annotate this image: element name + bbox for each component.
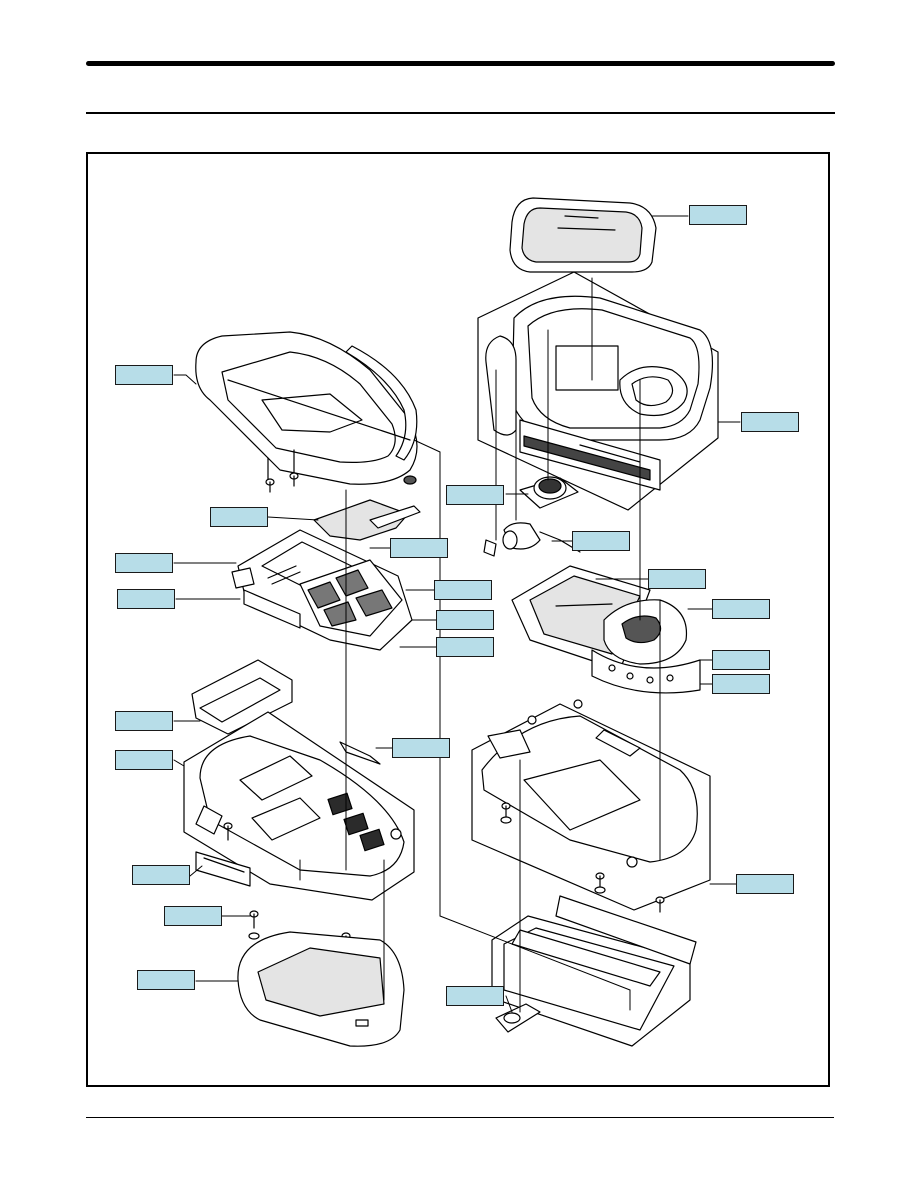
footer-rule xyxy=(86,1117,834,1118)
header-thick-rule xyxy=(86,61,835,66)
callout-lcd-holder xyxy=(115,711,173,731)
lcd-holder-frame-part xyxy=(491,895,697,1047)
callout-io-connector xyxy=(132,865,190,885)
leader-lines xyxy=(173,215,741,1013)
lcd-window-part xyxy=(509,197,657,273)
callout-main-pcb xyxy=(115,553,173,573)
callout-rear-frame xyxy=(736,874,794,894)
camera-lens-part xyxy=(495,1003,541,1033)
keypad-sheet-part xyxy=(313,499,421,541)
callout-key-dome xyxy=(436,610,494,630)
callout-lcd-module xyxy=(648,569,706,589)
main-pcb-part xyxy=(231,529,413,651)
callout-keypad-sheet xyxy=(210,507,268,527)
io-connector-part xyxy=(195,851,251,887)
front-cover-part xyxy=(477,271,719,511)
callout-battery xyxy=(137,970,195,990)
lcd-holder-part xyxy=(191,659,293,735)
callout-hinge-housing xyxy=(115,365,173,385)
callout-rear-case xyxy=(115,750,173,770)
vibration-motor-part xyxy=(483,522,581,557)
screw-group-top xyxy=(265,472,417,493)
speaker-part xyxy=(519,476,579,509)
callout-nav-key xyxy=(712,599,770,619)
battery-part xyxy=(237,931,405,1047)
diagram-frame xyxy=(86,152,830,1087)
pcb-frame-part xyxy=(471,699,711,911)
callout-front-cover xyxy=(741,412,799,432)
callout-vibration-motor xyxy=(572,531,630,551)
callout-side-key xyxy=(390,538,448,558)
callout-battery-connector xyxy=(392,738,450,758)
callout-screw xyxy=(164,906,222,926)
hinge-housing-part xyxy=(195,331,418,485)
callout-lcd-pcb xyxy=(712,650,770,670)
lcd-module-part xyxy=(511,565,701,694)
callout-speaker xyxy=(446,485,504,505)
header-thin-rule xyxy=(86,112,835,114)
callout-pcb-frame xyxy=(117,589,175,609)
callout-camera-lens xyxy=(446,986,504,1006)
assembly-guide-lines xyxy=(299,277,661,1013)
callout-lcd-bracket xyxy=(712,674,770,694)
callout-keypad xyxy=(434,580,492,600)
screw-group-right xyxy=(500,802,665,913)
callout-lcd-window xyxy=(689,205,747,225)
callout-dome-sheet xyxy=(436,637,494,657)
